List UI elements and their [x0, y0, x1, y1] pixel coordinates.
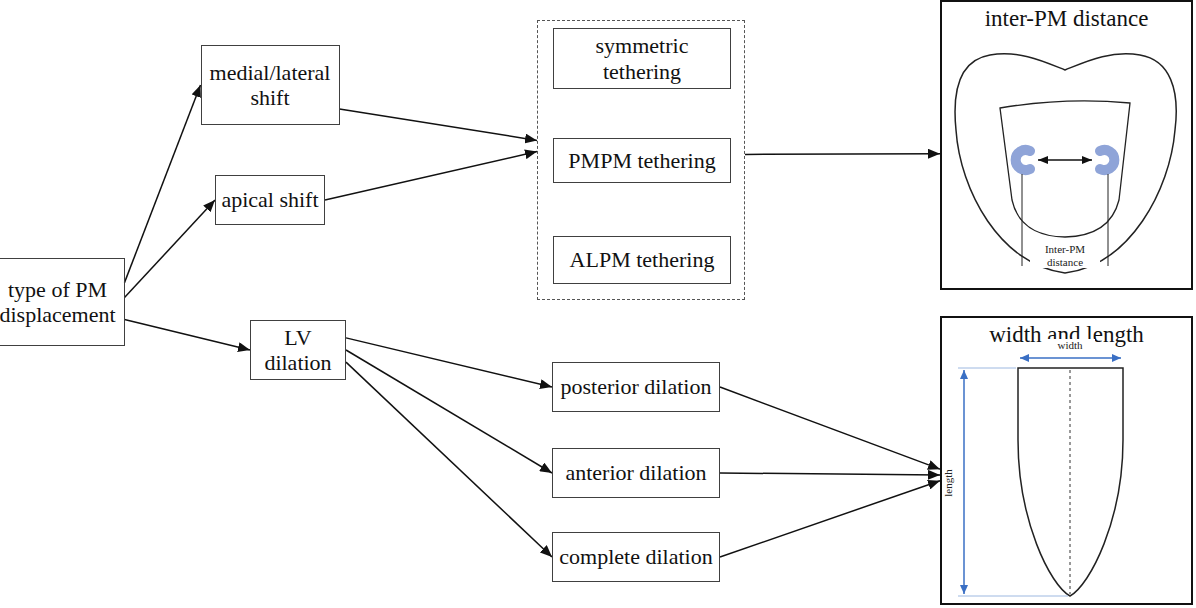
width-arrow [1020, 357, 1121, 359]
flow-arrow [125, 85, 201, 283]
flow-arrow [340, 109, 538, 140]
process-box: anterior dilation [552, 448, 720, 498]
process-box: PMPM tethering [553, 138, 731, 183]
process-box: symmetric tethering [553, 28, 731, 89]
process-box: LV dilation [250, 320, 346, 381]
extension-line [958, 368, 1016, 369]
flow-arrow [125, 320, 251, 350]
extension-line [958, 596, 1068, 597]
flow-arrow [745, 153, 940, 155]
box-label: medial/lateral shift [206, 60, 335, 111]
box-label: symmetric tethering [558, 33, 726, 84]
flow-arrow [720, 481, 940, 557]
papillary-muscle [1016, 150, 1030, 170]
dimension-label: Inter-PM distance [1030, 243, 1100, 268]
distance-arrow [1038, 159, 1092, 161]
box-label: ALPM tethering [558, 247, 726, 272]
process-box: complete dilation [552, 532, 720, 582]
panel-title: inter-PM distance [946, 6, 1187, 32]
box-label: type of PM displacement [0, 277, 120, 328]
leader-line [1108, 174, 1109, 266]
box-label: posterior dilation [557, 374, 715, 399]
flow-arrow [346, 362, 552, 557]
dimension-label: length [942, 469, 955, 497]
process-box: apical shift [215, 175, 325, 225]
flow-arrow [720, 387, 940, 469]
flow-arrow [720, 473, 940, 475]
papillary-muscle [1100, 150, 1114, 170]
valve-outline [1000, 101, 1130, 237]
process-box: ALPM tethering [553, 236, 731, 284]
box-label: PMPM tethering [558, 148, 726, 173]
box-label: anterior dilation [557, 460, 715, 485]
lv-outline [1018, 368, 1123, 596]
root-box: type of PM displacement [0, 258, 125, 346]
group-box: symmetric tetheringPMPM tetheringALPM te… [537, 20, 745, 300]
flow-arrow [346, 338, 552, 387]
flow-arrow [125, 200, 216, 298]
process-box: medial/lateral shift [201, 45, 340, 125]
flow-arrow [346, 350, 552, 473]
leader-line [1022, 174, 1023, 266]
box-label: LV dilation [255, 325, 341, 376]
length-arrow [963, 370, 965, 594]
dimension-label: width [1045, 339, 1095, 352]
measure-panel: width and length [940, 316, 1193, 605]
process-box: posterior dilation [552, 362, 720, 412]
center-line [1070, 370, 1071, 594]
heart-outline [955, 54, 1176, 273]
box-label: apical shift [220, 187, 320, 212]
flow-arrow [325, 152, 537, 200]
box-label: complete dilation [557, 544, 715, 569]
